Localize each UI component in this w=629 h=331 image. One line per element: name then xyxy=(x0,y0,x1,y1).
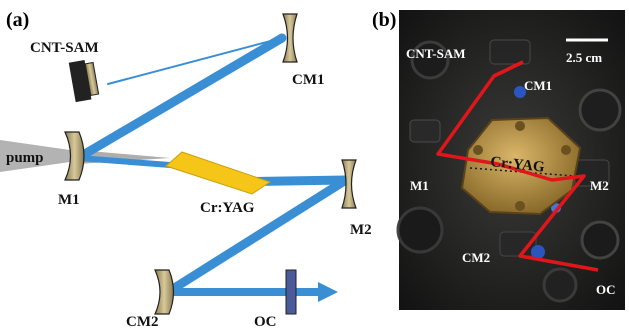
crystal-mount xyxy=(460,116,582,216)
label-cnt-sam: CNT-SAM xyxy=(30,40,99,56)
label-m1: M1 xyxy=(58,192,80,208)
photo-hardware xyxy=(396,39,622,303)
pump-beam xyxy=(0,140,70,172)
panel-b: (b) xyxy=(372,9,625,310)
m1-mirror xyxy=(64,131,85,181)
photo-label-cnt-sam: CNT-SAM xyxy=(406,46,465,61)
cm2-mirror xyxy=(154,269,175,315)
photo-label-m2: M2 xyxy=(590,178,609,193)
label-oc: OC xyxy=(254,314,277,330)
beam-m1-cm1 xyxy=(73,33,287,163)
oc-coupler xyxy=(285,269,297,315)
label-cr-yag: Cr:YAG xyxy=(200,200,255,216)
scale-bar-label: 2.5 cm xyxy=(566,50,602,65)
label-m2: M2 xyxy=(350,222,372,238)
m2-mirror xyxy=(341,159,357,209)
beam-cm1-cntsam xyxy=(107,37,283,85)
label-cm2: CM2 xyxy=(126,314,159,330)
beam-cm1-cntsam-photo xyxy=(493,60,524,78)
output-arrow xyxy=(318,282,338,302)
photo-label-cr-yag: Cr:YAG xyxy=(490,154,546,176)
photo-label-cm2: CM2 xyxy=(462,250,490,265)
photo-label-cm1: CM1 xyxy=(524,78,552,93)
panel-a: (a) CNT-SAM xyxy=(0,9,372,330)
cr-yag-crystal xyxy=(165,151,272,195)
label-pump: pump xyxy=(6,150,44,166)
cnt-sam-mirror xyxy=(68,59,100,103)
beam-path-photo xyxy=(436,60,599,272)
cm1-mirror xyxy=(282,13,298,63)
photo-label-oc: OC xyxy=(596,282,616,297)
panel-b-tag: (b) xyxy=(372,9,396,31)
beam-m2-cm2 xyxy=(163,175,351,297)
label-cm1: CM1 xyxy=(292,72,325,88)
panel-a-tag: (a) xyxy=(6,9,29,31)
photo-label-m1: M1 xyxy=(410,178,429,193)
